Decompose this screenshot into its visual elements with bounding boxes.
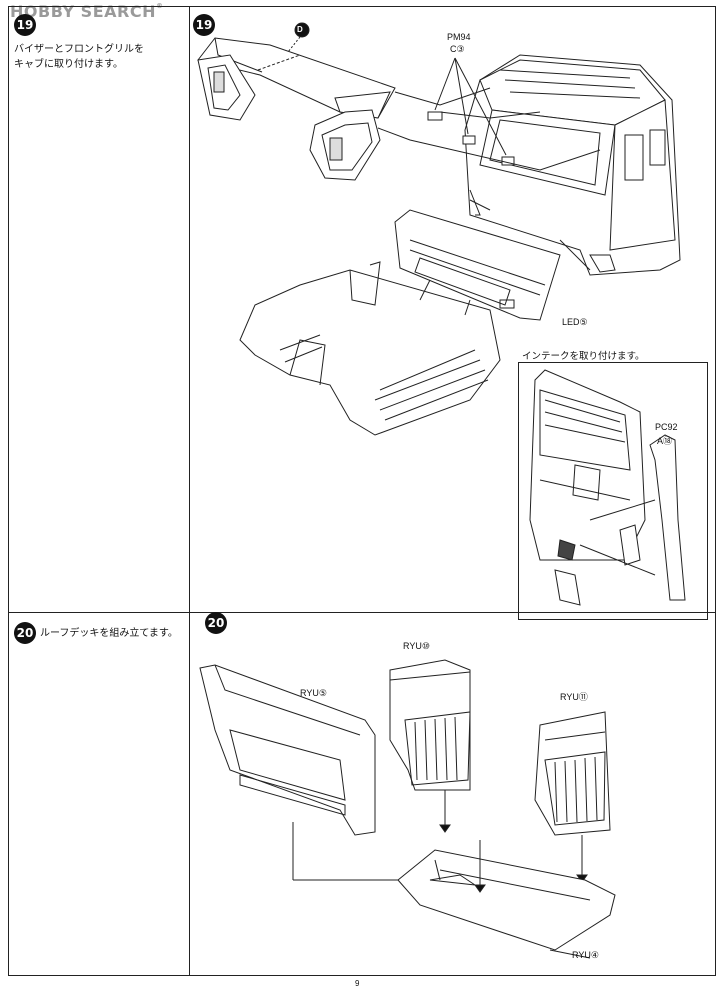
bumper-assembly xyxy=(239,261,501,436)
step20-instruction: ルーフデッキを組み立てます。 xyxy=(40,628,178,639)
ryu10-part xyxy=(389,659,471,833)
pc-label-1-sub: C③ xyxy=(450,44,465,54)
step19-line2: キャブに取り付けます。 xyxy=(14,59,123,70)
intake-subbox xyxy=(518,362,708,620)
front-grille xyxy=(394,199,591,321)
column-divider xyxy=(189,6,190,976)
page-number: 9 xyxy=(355,979,360,988)
pc-label-2-sub: A⑱ xyxy=(657,436,673,446)
step19-line1: バイザーとフロントグリルを xyxy=(14,44,144,55)
ryu5-label: RYU⑤ xyxy=(300,688,327,698)
ryu4-base-part xyxy=(397,840,616,959)
ryu11-label: RYU⑪ xyxy=(560,692,588,702)
visor-part xyxy=(197,37,396,181)
marker-lights xyxy=(427,57,515,166)
ryu4-label: RYU④ xyxy=(572,950,599,960)
step19-badge: 19 xyxy=(193,14,215,36)
intake-illustration xyxy=(529,369,686,606)
step20-badge: 20 xyxy=(205,612,227,634)
page-frame xyxy=(8,6,716,976)
part-d-label: D xyxy=(297,25,303,34)
pc-label-1: PM94 xyxy=(447,32,471,42)
step20-number: 20 xyxy=(14,622,36,644)
intake-title: インテークを取り付けます。 xyxy=(522,351,645,362)
led-label: LED⑤ xyxy=(562,317,588,327)
pc-label-2: PC92 xyxy=(655,422,678,432)
cab-body xyxy=(464,54,681,276)
step19-instruction: バイザーとフロントグリルを キャブに取り付けます。 xyxy=(14,42,144,72)
assembly-lines xyxy=(377,87,601,171)
part-d-marker xyxy=(287,22,310,53)
step-separator xyxy=(8,612,716,613)
step19-number: 19 xyxy=(14,14,36,36)
ryu11-part xyxy=(534,711,611,883)
ryu10-label: RYU⑩ xyxy=(403,641,430,651)
ryu5-part xyxy=(199,664,410,881)
